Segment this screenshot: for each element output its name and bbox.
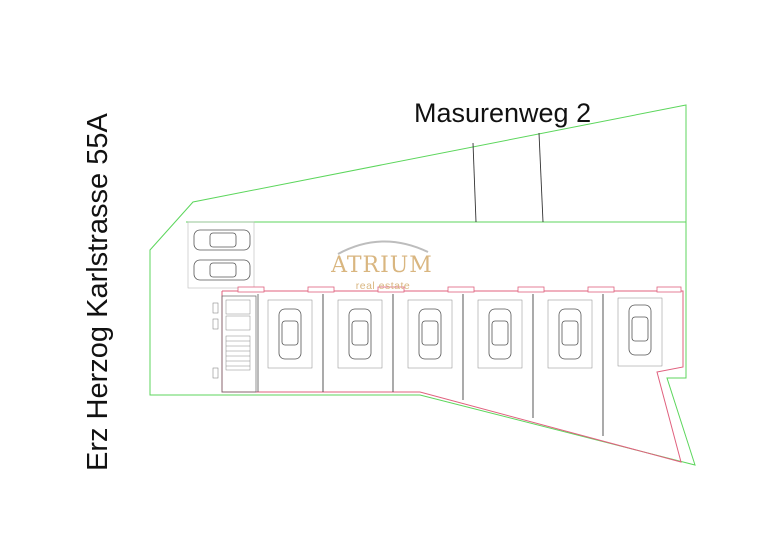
car-icon [558,308,582,360]
door-marker-icon [237,286,265,293]
logo-name: ATRIUM [330,253,433,278]
door-marker-icon [656,286,682,293]
bay-dividers [322,294,604,436]
atrium-logo: ATRIUM real estate [330,240,433,292]
plot-divider-2 [538,132,544,223]
cars [193,229,652,360]
garage-doors [237,286,682,293]
stair-icon [225,335,251,371]
outdoor-parking-area [187,221,255,289]
car-icon [193,259,251,281]
logo-arc [337,240,429,255]
car-icon [278,308,302,360]
door-marker-icon [377,286,405,293]
door-marker-icon [517,286,545,293]
street-label-left: Erz Herzog Karlstrasse 55A [82,113,114,471]
car-icon [418,308,442,360]
door-marker-icon [447,286,475,293]
plot-divider-1 [472,142,477,223]
logo-tagline: real estate [356,280,411,292]
car-icon [348,308,372,360]
car-icon [193,229,251,251]
car-icon [628,304,652,356]
street-label-top: Masurenweg 2 [414,98,591,128]
stair-core [212,295,257,393]
door-marker-icon [587,286,615,293]
parking-stalls [267,297,663,369]
property-boundary [149,104,696,466]
car-icon [488,308,512,360]
door-marker-icon [307,286,335,293]
